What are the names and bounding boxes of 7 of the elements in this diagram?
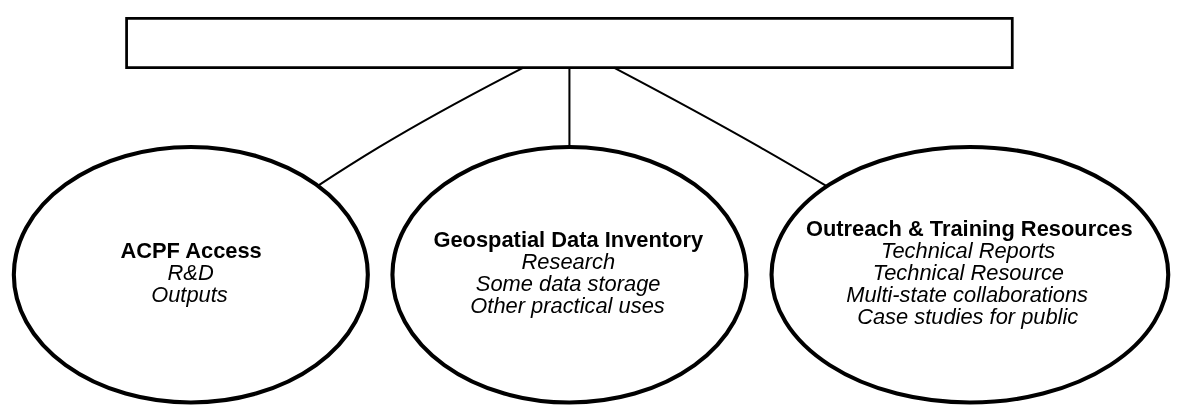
node-box — [125, 16, 1014, 69]
node-ellipse: Geospatial Data Inventory Research Some data storage Other practical uses — [390, 144, 749, 405]
node-ellipse: Outreach & Training Resources Technical Reports Technical Resource Multi-state collaborations Case studies for public — [769, 144, 1171, 405]
connector — [568, 67, 571, 147]
node-ellipse: ACPF Access R&D Outputs — [11, 144, 370, 405]
connector — [317, 66, 524, 187]
connector — [613, 66, 828, 187]
